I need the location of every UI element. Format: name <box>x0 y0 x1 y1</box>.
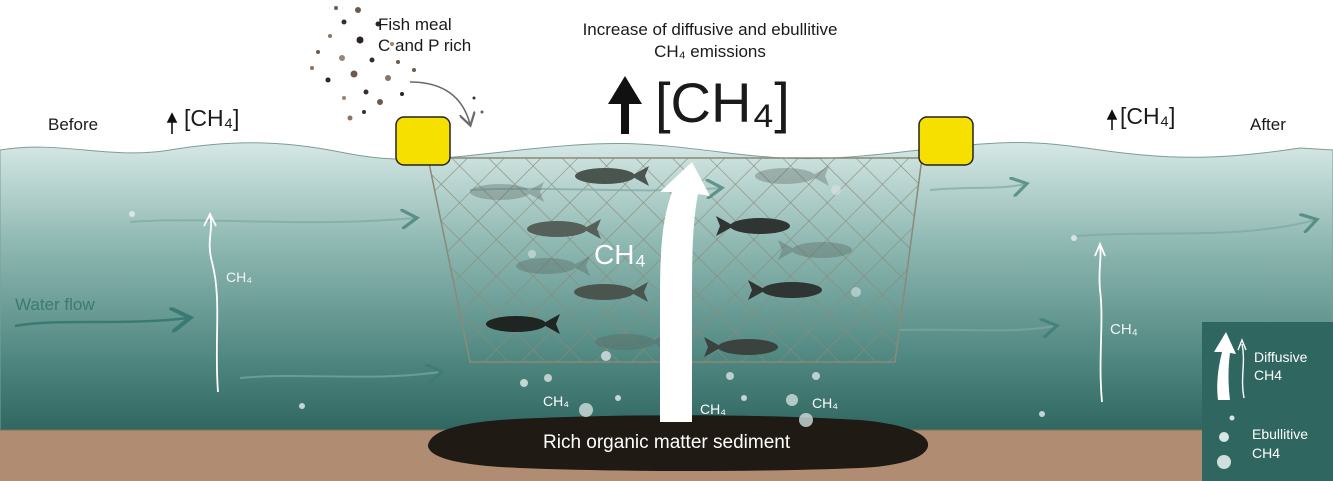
buoy-left <box>395 116 451 166</box>
legend-diffusive-line1: Diffusive <box>1254 349 1308 365</box>
legend-diffusive-big-arrow <box>1214 332 1236 400</box>
ch4-after-column-label: CH₄ <box>1110 321 1138 338</box>
ch4-bubble-label-left: CH₄ <box>543 393 569 409</box>
ch4-concentration-right: [CH₄] <box>1120 103 1176 129</box>
water-flow-label: Water flow <box>15 295 95 314</box>
fish <box>704 337 778 357</box>
after-label: After <box>1250 115 1286 134</box>
legend-diffusive-line2: CH4 <box>1254 367 1283 383</box>
fish <box>516 256 590 276</box>
legend-bubbles <box>1217 415 1235 469</box>
fish-group <box>470 166 852 357</box>
fish-meal-arrow <box>409 81 470 124</box>
fish-meal-particles <box>310 6 484 121</box>
legend-ebullitive-line2: CH4 <box>1252 445 1281 461</box>
legend-diffusive-thin-arrow <box>1237 338 1247 399</box>
buoy-right <box>918 116 974 166</box>
legend-ebullitive-line1: Ebullitive <box>1252 426 1309 442</box>
fish <box>778 240 852 260</box>
water-flow-arrow <box>14 318 188 326</box>
ch4-before-column-label: CH₄ <box>226 269 252 285</box>
ch4-bubble-label-right: CH₄ <box>812 395 838 411</box>
fish <box>575 166 649 186</box>
ch4-concentration-left: [CH₄] <box>184 105 240 131</box>
ebullitive-bubbles <box>129 185 1077 427</box>
ch4-concentration-center: [CH₄] <box>655 71 790 134</box>
fish <box>748 280 822 300</box>
concentration-up-arrow-center <box>608 76 642 134</box>
fish <box>486 314 560 334</box>
fish-meal-line1: Fish meal <box>378 15 452 34</box>
fish <box>470 182 544 202</box>
fish <box>755 166 829 186</box>
increase-emissions-line1: Increase of diffusive and ebullitive <box>582 20 838 39</box>
ch4-cage-label: CH₄ <box>594 239 646 270</box>
fish <box>527 219 601 239</box>
before-label: Before <box>48 115 99 134</box>
ch4-bubble-label-mid: CH₄ <box>700 401 726 417</box>
diffusive-ch4-big-arrow <box>660 162 710 422</box>
organic-mud <box>428 415 929 471</box>
fish <box>716 216 790 236</box>
concentration-up-arrow-left <box>166 112 178 134</box>
concentration-up-arrow-right <box>1106 109 1118 130</box>
fish <box>574 282 648 302</box>
sediment-label: Rich organic matter sediment <box>543 432 791 453</box>
increase-emissions-line2: CH₄ emissions <box>654 42 766 61</box>
thin-ch4-arrows <box>203 211 1106 403</box>
fish-meal-line2: C and P rich <box>378 36 472 55</box>
